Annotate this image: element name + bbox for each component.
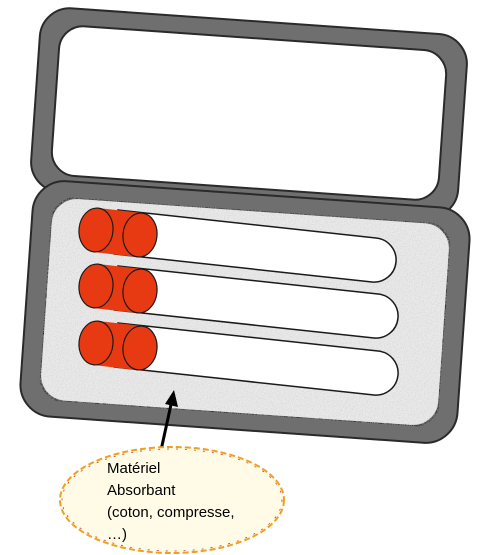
sample-tube (78, 263, 399, 339)
tube-body (113, 209, 397, 283)
annotation-line-1: Matériel (107, 460, 160, 477)
annotation-line-4: …) (107, 526, 127, 543)
annotation-label: Matériel Absorbant (coton, compresse, …) (107, 460, 239, 543)
arrow-head (165, 390, 178, 407)
sample-tube (78, 207, 397, 283)
tube-cap-end (78, 263, 114, 309)
box-lid (30, 7, 468, 219)
box-lid-window (50, 25, 448, 201)
tube-cap-end (78, 320, 114, 366)
tube-cap-end (78, 207, 114, 253)
annotation-callout-inner (61, 448, 283, 552)
sample-tube (78, 320, 399, 396)
annotation-line-3: (coton, compresse, (107, 504, 235, 521)
annotation-callout (59, 446, 285, 554)
tube-cap-rim (122, 268, 158, 314)
tube-cap-rim (122, 212, 158, 258)
tube-body (113, 265, 399, 339)
tube-cap-rim (122, 325, 158, 371)
annotation-line-2: Absorbant (107, 482, 176, 499)
tube-body (113, 322, 399, 396)
